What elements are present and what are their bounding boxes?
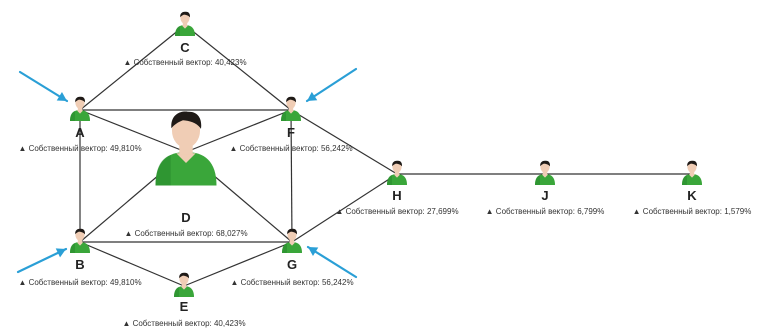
eigenvector-value: 49,810% [108, 278, 142, 287]
eigenvector-label: ▲ Собственный вектор: 1,579% [633, 207, 752, 216]
edge-e-g [183, 241, 293, 287]
edge-a-d [79, 109, 187, 153]
eigenvector-value: 1,579% [722, 207, 751, 216]
person-icon [682, 160, 702, 185]
person-icon [535, 160, 555, 185]
eigenvector-value: 56,242% [320, 278, 354, 287]
eigenvector-label: ▲ Собственный вектор: 40,423% [123, 58, 246, 67]
node-label: G [287, 257, 297, 272]
node-e[interactable]: E ▲ Собственный вектор: 40,423% [122, 272, 246, 328]
edge-f-g [290, 109, 293, 243]
node-c[interactable]: C ▲ Собственный вектор: 40,423% [123, 11, 247, 67]
person-icon [387, 160, 407, 185]
node-label: C [180, 40, 190, 55]
person-icon [155, 111, 217, 186]
person-icon [174, 272, 194, 297]
node-label: B [75, 257, 84, 272]
eigenvector-value: 56,242% [319, 144, 353, 153]
edge-a-c [79, 24, 186, 111]
person-icon [70, 96, 90, 121]
node-k[interactable]: K ▲ Собственный вектор: 1,579% [633, 160, 752, 216]
pointer-arrow-b [16, 247, 68, 274]
node-label: D [181, 210, 190, 225]
node-f[interactable]: F ▲ Собственный вектор: 56,242% [229, 96, 353, 153]
node-label: H [392, 188, 401, 203]
eigenvector-prefix: ▲ Собственный вектор: [230, 278, 319, 287]
eigenvector-prefix: ▲ Собственный вектор: [124, 229, 213, 238]
eigenvector-value: 40,423% [213, 58, 247, 67]
pointer-arrow-f [305, 67, 358, 103]
eigenvector-value: 6,799% [575, 207, 604, 216]
edge-f-d [185, 109, 292, 153]
eigenvector-prefix: ▲ Собственный вектор: [335, 207, 424, 216]
eigenvector-value: 27,699% [425, 207, 459, 216]
eigenvector-label: ▲ Собственный вектор: 27,699% [335, 207, 458, 216]
person-icon [175, 11, 195, 36]
node-label: K [687, 188, 697, 203]
edges-layer [79, 24, 692, 287]
person-icon [282, 228, 302, 253]
nodes-layer: C ▲ Собственный вектор: 40,423% A ▲ Собстве… [18, 11, 752, 328]
edge-b-e [79, 241, 185, 287]
arrows-layer [16, 67, 358, 279]
eigenvector-prefix: ▲ Собственный вектор: [18, 144, 107, 153]
node-j[interactable]: J ▲ Собственный вектор: 6,799% [486, 160, 605, 216]
node-a[interactable]: A ▲ Собственный вектор: 49,810% [18, 96, 142, 153]
node-label: A [75, 125, 85, 140]
node-label: F [287, 125, 295, 140]
edge-g-h [291, 173, 398, 243]
eigenvector-label: ▲ Собственный вектор: 49,810% [18, 278, 141, 287]
eigenvector-label: ▲ Собственный вектор: 6,799% [486, 207, 605, 216]
eigenvector-value: 49,810% [108, 144, 142, 153]
eigenvector-prefix: ▲ Собственный вектор: [122, 319, 211, 328]
eigenvector-value: 68,027% [214, 229, 248, 238]
node-d[interactable]: D ▲ Собственный вектор: 68,027% [124, 111, 248, 238]
pointer-arrow-a [18, 70, 69, 103]
eigenvector-prefix: ▲ Собственный вектор: [229, 144, 318, 153]
eigenvector-label: ▲ Собственный вектор: 56,242% [229, 144, 352, 153]
eigenvector-prefix: ▲ Собственный вектор: [633, 207, 722, 216]
edge-c-f [184, 24, 292, 111]
node-label: E [180, 299, 189, 314]
node-g[interactable]: G ▲ Собственный вектор: 56,242% [230, 228, 354, 287]
node-h[interactable]: H ▲ Собственный вектор: 27,699% [335, 160, 459, 216]
person-icon [70, 228, 90, 253]
node-b[interactable]: B ▲ Собственный вектор: 49,810% [18, 228, 142, 287]
eigenvector-label: ▲ Собственный вектор: 49,810% [18, 144, 141, 153]
eigenvector-value: 40,423% [212, 319, 246, 328]
eigenvector-label: ▲ Собственный вектор: 40,423% [122, 319, 245, 328]
person-icon [281, 96, 301, 121]
eigenvector-label: ▲ Собственный вектор: 56,242% [230, 278, 353, 287]
edge-f-h [290, 109, 398, 175]
eigenvector-prefix: ▲ Собственный вектор: [486, 207, 575, 216]
eigenvector-prefix: ▲ Собственный вектор: [18, 278, 107, 287]
node-label: J [541, 188, 548, 203]
eigenvector-prefix: ▲ Собственный вектор: [123, 58, 212, 67]
pointer-arrow-g [306, 245, 358, 279]
eigenvector-label: ▲ Собственный вектор: 68,027% [124, 229, 247, 238]
